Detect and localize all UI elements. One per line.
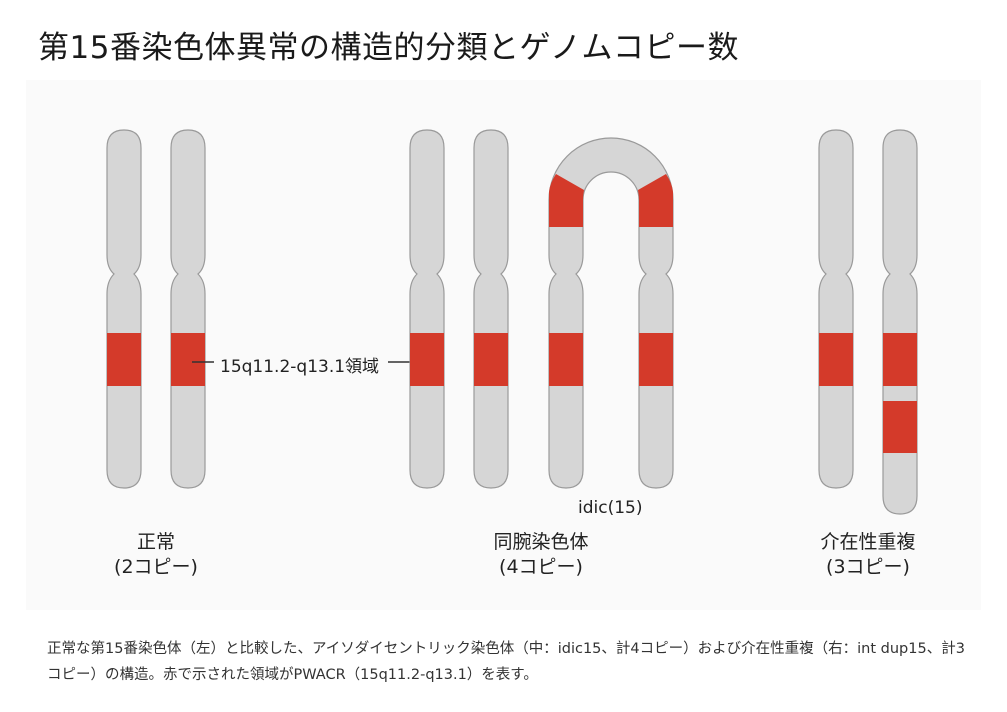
region-label: 15q11.2-q13.1領域 — [220, 357, 380, 377]
figure-caption: 正常な第15番染色体（左）と比較した、アイソダイセントリック染色体（中：idic… — [47, 641, 965, 683]
pwacr-region-left-arm — [549, 333, 583, 386]
chromosome-body — [170, 129, 206, 489]
pwacr-region — [107, 333, 141, 386]
pwacr-region — [171, 333, 205, 386]
intdup-chromosome — [882, 129, 918, 515]
group-name: 正常 — [136, 531, 175, 553]
pwacr-region — [410, 333, 444, 386]
group-label-isochromosome: 同腕染色体 (4コピー) — [431, 530, 651, 580]
pwacr-region — [474, 333, 508, 386]
chromosome-body — [882, 129, 918, 515]
pwacr-region-right-arm — [639, 333, 673, 386]
pwacr-region — [819, 333, 853, 386]
group-label-normal: 正常 (2コピー) — [46, 530, 266, 580]
idic-group-chromosome-2 — [473, 129, 509, 489]
group-copies: (4コピー) — [499, 556, 583, 578]
idic-group-chromosome-1 — [409, 129, 445, 489]
group-name: 同腕染色体 — [493, 531, 589, 553]
page-title: 第15番染色体異常の構造的分類とゲノムコピー数 — [38, 30, 740, 66]
chromosome-body — [106, 129, 142, 489]
isodicentric-chromosome — [548, 137, 674, 489]
pwacr-region-duplicate — [883, 401, 917, 453]
chromosome-body — [818, 129, 854, 489]
chromosome-body — [409, 129, 445, 489]
chromosome-body — [473, 129, 509, 489]
group-label-duplication: 介在性重複 (3コピー) — [758, 530, 978, 580]
normal-chromosome-1 — [106, 129, 142, 489]
intdup-group-chromosome-normal — [818, 129, 854, 489]
idic-label: idic(15) — [578, 498, 643, 518]
group-copies: (2コピー) — [114, 556, 198, 578]
group-name: 介在性重複 — [820, 531, 916, 553]
pwacr-region-arch-left — [549, 174, 584, 227]
normal-chromosome-2 — [170, 129, 206, 489]
group-copies: (3コピー) — [826, 556, 910, 578]
pwacr-region-arch-right — [638, 174, 673, 227]
pwacr-region — [883, 333, 917, 386]
